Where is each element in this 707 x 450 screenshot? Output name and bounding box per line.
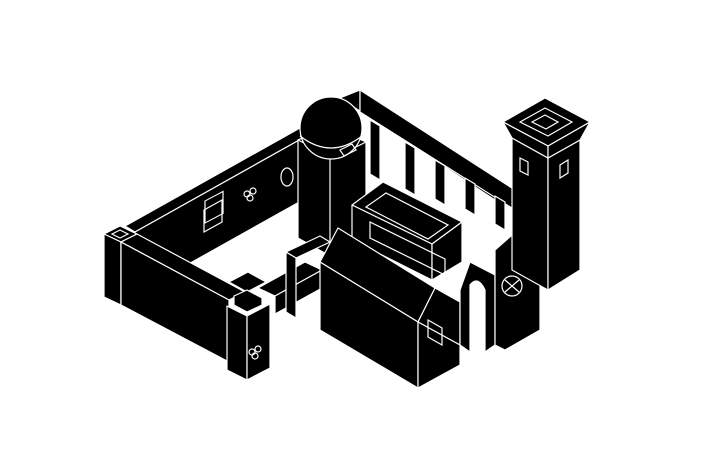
back-left-wall <box>124 127 311 295</box>
square-tower <box>502 97 591 291</box>
gabled-house <box>319 227 461 389</box>
house-window <box>427 318 443 347</box>
gate-pier <box>226 271 271 381</box>
wall-window <box>204 190 224 224</box>
tower-window <box>559 158 569 180</box>
dome <box>299 96 363 160</box>
round-tower <box>297 96 367 257</box>
quatrefoil-ornament <box>248 345 262 360</box>
quatrefoil-ornament <box>243 187 257 202</box>
central-hall <box>351 181 463 281</box>
back-right-colonnade-wall <box>339 89 516 231</box>
tower-window <box>519 157 529 176</box>
round-window <box>280 167 294 187</box>
rose-window <box>501 275 523 297</box>
